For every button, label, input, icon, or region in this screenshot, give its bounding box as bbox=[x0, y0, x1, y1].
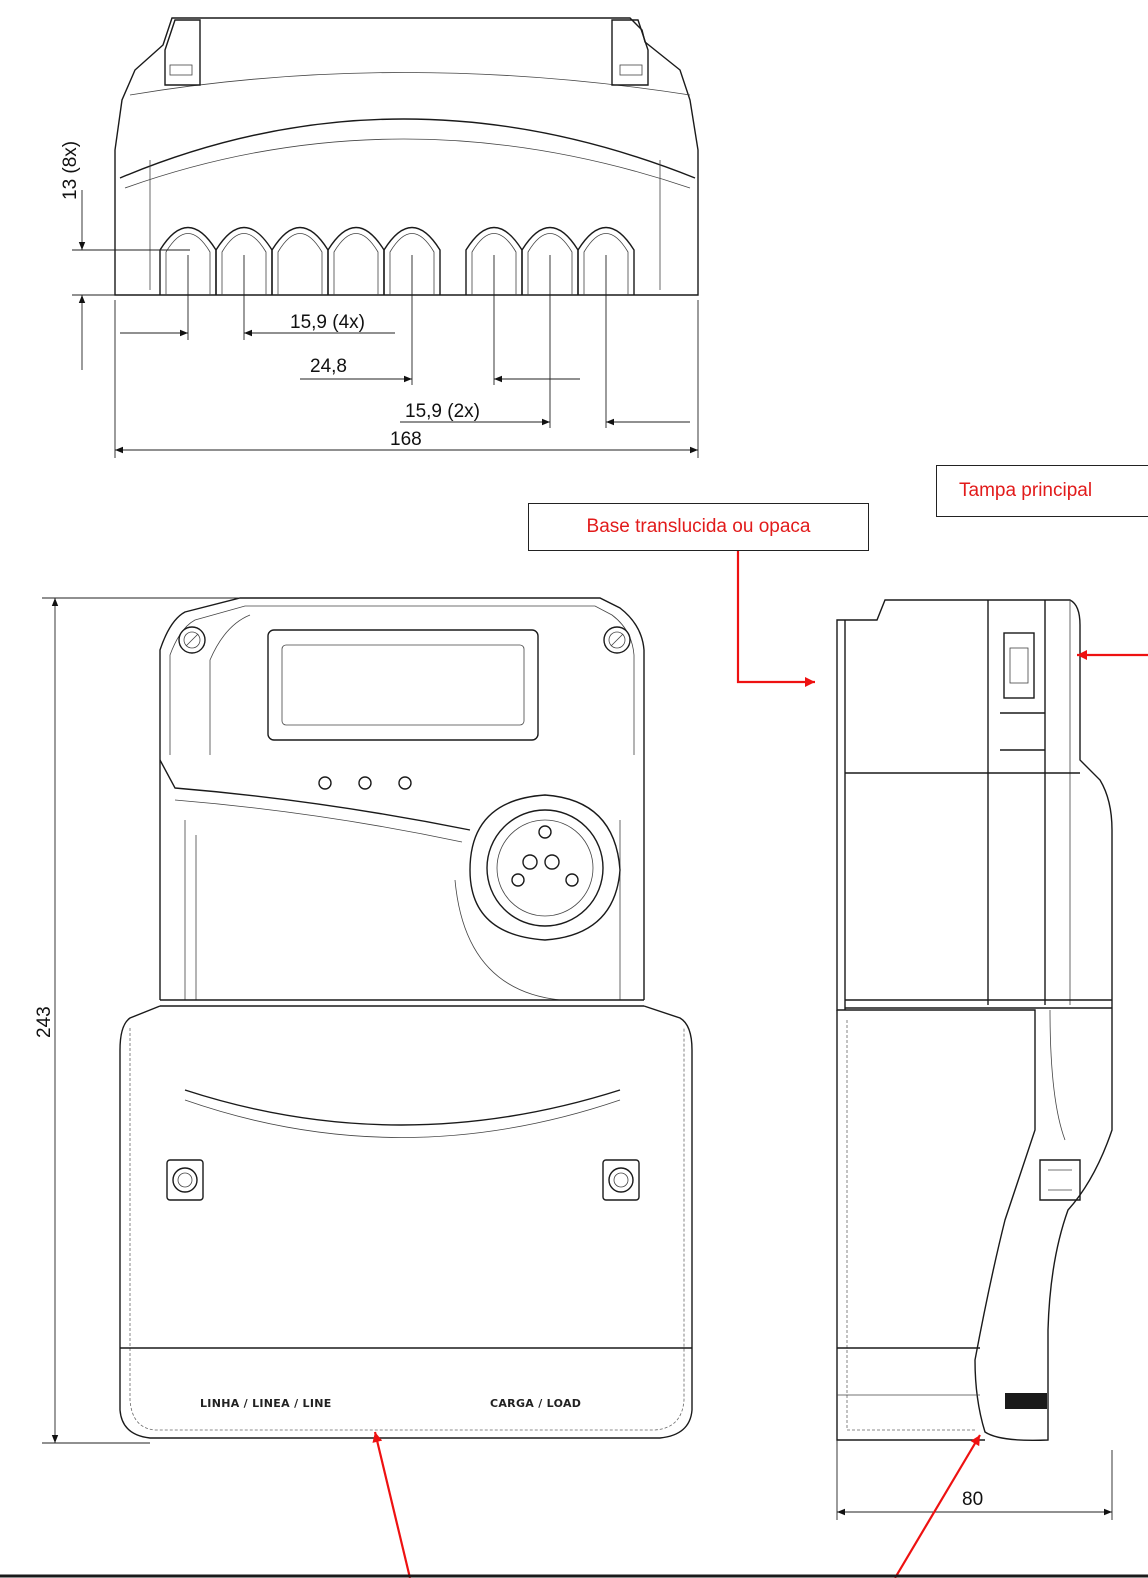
led-2 bbox=[358, 776, 372, 790]
callout-leaders bbox=[372, 550, 1148, 1578]
callout-base: Base translucida ou opaca bbox=[528, 503, 869, 551]
dim-spacing-4x-label: 15,9 (4x) bbox=[290, 312, 365, 333]
dim-spacing-2x-label: 15,9 (2x) bbox=[405, 401, 480, 422]
bottom-right-screw bbox=[602, 1159, 640, 1201]
dim-height-8x-label: 13 (8x) bbox=[60, 141, 81, 200]
front-view: LINHA / LINEA / LINE CARGA / LOAD 243 bbox=[34, 597, 693, 1444]
led-3 bbox=[398, 776, 412, 790]
terminal-label-load: CARGA / LOAD bbox=[490, 1397, 581, 1410]
dim-gap-label: 24,8 bbox=[310, 356, 347, 377]
top-left-screw bbox=[178, 626, 206, 654]
led-1 bbox=[318, 776, 332, 790]
terminal-label-line: LINHA / LINEA / LINE bbox=[200, 1397, 332, 1410]
bottom-left-screw bbox=[166, 1159, 204, 1201]
dim-depth-label: 80 bbox=[962, 1489, 983, 1510]
callout-cover: Tampa principal bbox=[936, 465, 1148, 517]
top-view: 13 (8x) 15,9 (4x) 24,8 15,9 (2x) 168 bbox=[60, 17, 699, 458]
dim-height-label: 243 bbox=[34, 1006, 55, 1038]
terminal-arches bbox=[159, 226, 635, 295]
optical-port bbox=[469, 794, 621, 941]
top-right-screw bbox=[603, 626, 631, 654]
side-view: 80 bbox=[836, 599, 1113, 1520]
dim-width-label: 168 bbox=[390, 429, 422, 450]
side-lug-top bbox=[1003, 632, 1035, 699]
top-dimensions: 13 (8x) 15,9 (4x) 24,8 15,9 (2x) 168 bbox=[60, 141, 699, 458]
display-window bbox=[267, 629, 539, 741]
side-lug-bottom bbox=[1039, 1159, 1081, 1201]
